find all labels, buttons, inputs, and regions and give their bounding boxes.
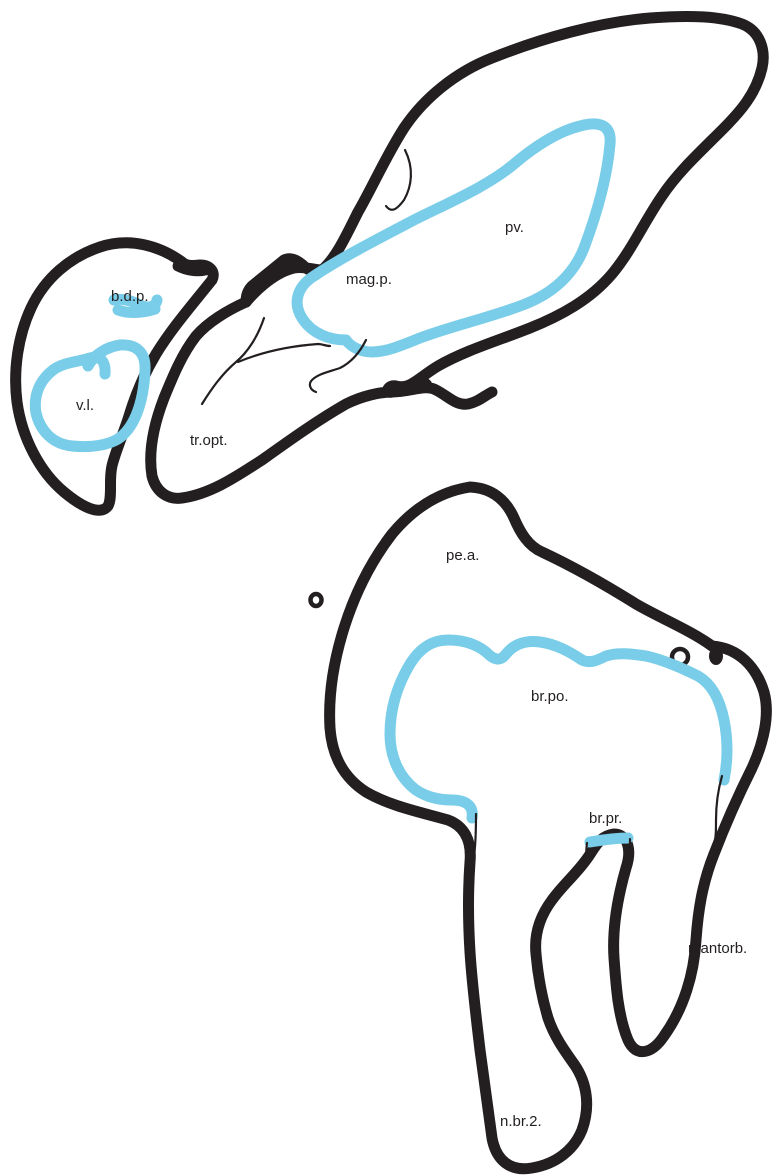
lower-body-nodule [709,647,723,665]
label-nantorb: n.antorb. [688,940,747,957]
label-pv: pv. [505,219,524,236]
isolated-small-ring [311,594,322,606]
label-brpo: br.po. [531,688,569,705]
brpr-region-bar [590,838,628,842]
label-nbr2: n.br.2. [500,1113,542,1130]
middle-lobe-outline [151,302,392,498]
upper-lobe-outline [246,16,763,404]
brpr-left-connector [586,843,587,866]
label-bdp: b.d.p. [111,288,149,305]
left-lobe-notch [178,266,205,271]
tropt-fiber-1 [202,318,264,404]
label-brpr: br.pr. [589,810,622,827]
label-tropt: tr.opt. [190,432,228,449]
label-magp: mag.p. [346,271,392,288]
label-vl: v.l. [76,397,94,414]
tropt-fiber-2 [238,344,330,362]
lower-body-outline [330,487,767,1169]
brpo-region-outline [390,640,727,818]
vl-region-outline [35,345,145,447]
upper-lobe-nodule [408,377,432,391]
label-pea: pe.a. [446,547,479,564]
